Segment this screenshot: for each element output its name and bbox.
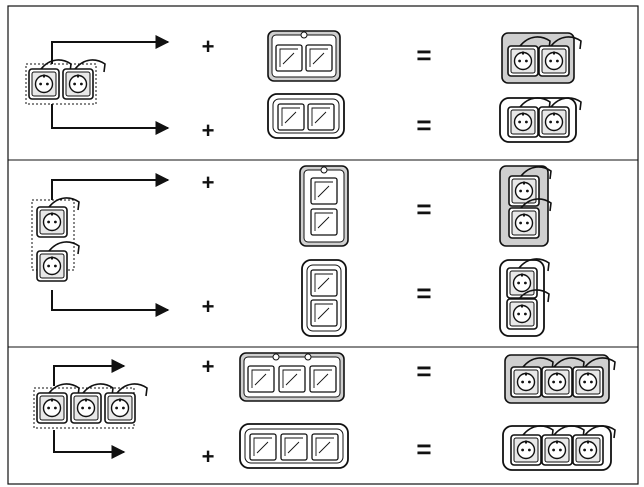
section-horizontal-3: + = + = xyxy=(33,352,616,471)
mechanism-vertical-2 xyxy=(31,197,80,282)
assembled-surface-horizontal-2 xyxy=(501,32,582,84)
equals-sign: = xyxy=(416,434,431,464)
mechanism-horizontal-3 xyxy=(33,383,148,429)
arrow-line xyxy=(51,35,170,64)
flush-frame-vertical-2 xyxy=(301,259,347,337)
equals-sign: = xyxy=(416,194,431,224)
plus-sign: + xyxy=(202,34,215,59)
arrow-line xyxy=(51,104,170,135)
assembled-flush-horizontal-3 xyxy=(502,425,616,471)
plus-sign: + xyxy=(202,354,215,379)
plus-sign: + xyxy=(202,444,215,469)
plus-sign: + xyxy=(202,118,215,143)
mechanism-horizontal-2 xyxy=(25,59,106,105)
surface-box-vertical-2 xyxy=(299,165,349,247)
surface-box-horizontal-2 xyxy=(267,30,341,82)
surface-box-horizontal-3 xyxy=(239,352,345,402)
plus-sign: + xyxy=(202,170,215,195)
section-horizontal-2: + = + = xyxy=(25,30,582,143)
assembled-flush-vertical-2 xyxy=(499,258,550,337)
arrow-line xyxy=(51,290,170,317)
arrow-line xyxy=(53,430,126,459)
plus-sign: + xyxy=(202,294,215,319)
arrow-line xyxy=(53,359,126,386)
flush-frame-horizontal-2 xyxy=(267,93,345,139)
equals-sign: = xyxy=(416,110,431,140)
arrow-line xyxy=(51,173,170,200)
section-vertical-2: + = + = xyxy=(31,165,552,337)
assembled-surface-horizontal-3 xyxy=(504,354,616,404)
flush-frame-horizontal-3 xyxy=(239,423,349,469)
equals-sign: = xyxy=(416,356,431,386)
equals-sign: = xyxy=(416,40,431,70)
assembled-flush-horizontal-2 xyxy=(499,97,582,143)
assembled-surface-vertical-2 xyxy=(499,165,552,247)
equals-sign: = xyxy=(416,278,431,308)
diagram-frame xyxy=(7,5,639,485)
